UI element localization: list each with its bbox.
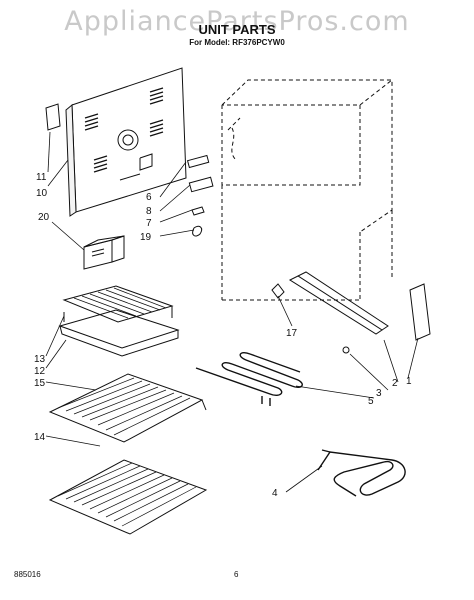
callout-13: 13 <box>34 354 46 365</box>
oven-rack-upper <box>48 373 207 443</box>
junction-box <box>83 235 125 270</box>
document-number: 885016 <box>14 570 41 579</box>
back-panel <box>65 67 187 217</box>
broil-pan <box>58 285 180 357</box>
callout-3: 3 <box>376 388 382 399</box>
element-bracket <box>271 271 431 354</box>
callout-12: 12 <box>34 366 46 377</box>
callout-19: 19 <box>140 232 152 243</box>
callout-14: 14 <box>34 432 46 443</box>
diagram-title: UNIT PARTS <box>198 22 276 37</box>
callout-15: 15 <box>34 378 46 389</box>
page-number: 6 <box>234 570 239 579</box>
callout-10: 10 <box>36 188 48 199</box>
leader-lines <box>45 131 419 493</box>
callout-5: 5 <box>368 396 374 407</box>
callout-1: 1 <box>406 376 412 387</box>
callout-17: 17 <box>286 328 298 339</box>
callout-6: 6 <box>146 192 152 203</box>
callout-labels: 11 10 20 6 8 7 19 13 12 15 14 17 3 2 1 5… <box>34 172 412 499</box>
callout-20: 20 <box>38 212 50 223</box>
part-bracket <box>45 103 61 131</box>
callout-8: 8 <box>146 206 152 217</box>
watermark: AppliancePartsPros.com <box>64 6 410 37</box>
callout-2: 2 <box>392 378 398 389</box>
model-subtitle: For Model: RF376PCYW0 <box>189 38 285 47</box>
oven-rack-lower <box>48 459 208 535</box>
callout-4: 4 <box>272 488 278 499</box>
small-parts <box>186 154 214 237</box>
broil-element <box>195 351 303 406</box>
bake-element <box>317 449 406 497</box>
callout-7: 7 <box>146 218 152 229</box>
callout-11: 11 <box>36 172 47 183</box>
cabinet-frame <box>221 79 393 301</box>
